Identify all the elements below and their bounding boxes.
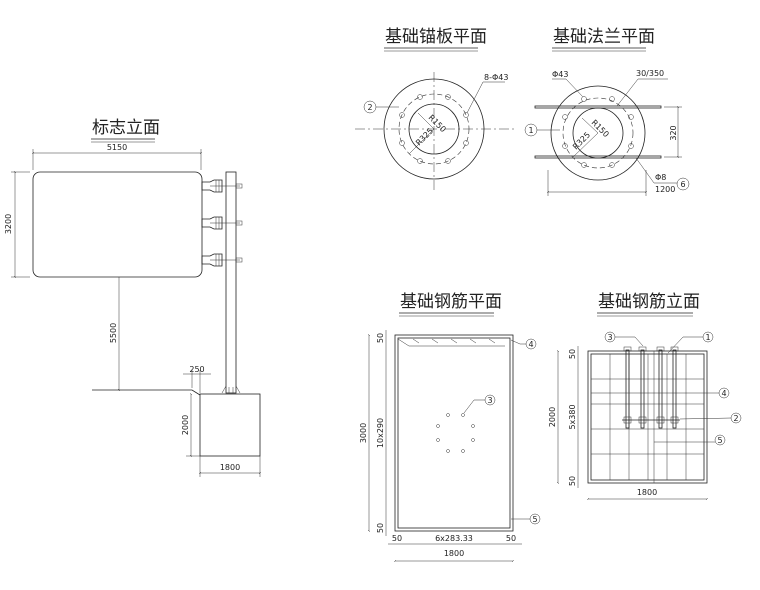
rebar-plan-title: 基础钢筋平面: [400, 292, 502, 312]
flange-bar: [534, 155, 662, 159]
callout-4: 4: [721, 389, 726, 398]
foundation-outline: [394, 334, 514, 532]
post-base-stiffeners: [221, 385, 241, 394]
dim-cover-top: 50: [568, 349, 577, 359]
dim-width: 5150: [107, 143, 127, 152]
hole-note: Φ43: [552, 70, 568, 79]
leader: [615, 336, 644, 347]
callout-6: 6: [680, 180, 685, 189]
anchor-bolts: [622, 346, 680, 429]
leader: [616, 78, 668, 107]
sign-post: [225, 171, 237, 394]
dim-clearance: 5500: [109, 323, 118, 343]
rebar-plan: 基础钢筋平面 3 4 5 3000 50 10x290 50 50 6x283.…: [359, 292, 541, 563]
bolt-holes: [399, 94, 469, 164]
dim-foundation-width: 1800: [220, 463, 240, 472]
anchor-plate-plan: 基础锚板平面 R150 R325 8-Φ43 2: [355, 27, 515, 192]
dim-cover-top: 50: [376, 333, 385, 343]
top-rebar-hatch: [397, 338, 505, 347]
dim-width: 1800: [637, 488, 657, 497]
radius-bolt: R325: [571, 130, 592, 151]
bolt-holes: [562, 96, 634, 168]
bolt-circle: [398, 93, 470, 165]
anchor-plate-title: 基础锚板平面: [385, 27, 487, 47]
post-brackets: [201, 179, 243, 267]
dim-width: 1800: [444, 549, 464, 558]
sign-elevation: 标志立面 5150 3200: [4, 118, 262, 477]
bracket: [201, 216, 243, 230]
leader: [552, 78, 584, 98]
bracket: [201, 179, 243, 193]
foundation-outline: [587, 350, 708, 484]
rebar-elevation: 基础钢筋立面 3 1 4 2 5 2000: [548, 292, 742, 501]
dim-width: 1200: [655, 185, 675, 194]
callout-3: 3: [487, 396, 492, 405]
bolt-circle: [562, 97, 634, 169]
callout-circle: [676, 177, 690, 191]
callout-circle: [714, 434, 726, 446]
dim-cover-bottom: 50: [376, 523, 385, 533]
dim-height: 2000: [548, 407, 557, 427]
radius-line: [581, 117, 599, 134]
sign-panel: [32, 171, 203, 278]
rebar-cage: [590, 353, 705, 481]
callout-1: 1: [705, 333, 710, 342]
dim-foundation-height: 2000: [181, 415, 190, 435]
sign-elevation-title: 标志立面: [92, 118, 160, 138]
radius-inner: R150: [590, 118, 611, 139]
flange-outer: [550, 85, 646, 181]
callout-circle: [525, 338, 537, 350]
flange-plan: 基础法兰平面 R150 R325 Φ43 30/350 320 Φ8 1200: [524, 27, 690, 196]
leader: [466, 81, 505, 114]
dim-height: 3200: [4, 214, 13, 234]
dim-spacing-v: 10x290: [376, 418, 385, 448]
leader: [679, 417, 732, 420]
callout-circle: [529, 513, 541, 525]
plate-outer: [383, 78, 485, 180]
dim-offset: 250: [189, 365, 204, 374]
ground-line: [92, 389, 201, 396]
leader: [463, 399, 485, 414]
rebar-elevation-title: 基础钢筋立面: [598, 292, 700, 312]
radius-line: [572, 132, 599, 158]
foundation: [199, 393, 261, 457]
leader: [510, 339, 526, 345]
rebar-note: Φ8: [655, 173, 666, 182]
radius-bolt: R325: [414, 126, 435, 147]
rebar-grid: [591, 354, 704, 480]
bracket: [201, 253, 243, 267]
leader: [667, 336, 703, 354]
dim-spacing: 320: [669, 125, 678, 140]
rebar-cage: [397, 337, 511, 529]
callout-circle: [484, 394, 496, 406]
radius-line: [417, 112, 435, 130]
bar-note: 30/350: [636, 69, 664, 78]
callout-5: 5: [717, 436, 722, 445]
callout-2: 2: [367, 103, 372, 112]
flange-title: 基础法兰平面: [553, 27, 655, 47]
callout-1: 1: [528, 126, 533, 135]
callout-2: 2: [733, 414, 738, 423]
leader: [635, 157, 677, 184]
dim-cover-bottom: 50: [568, 476, 577, 486]
dim-spacing: 5x380: [568, 404, 577, 429]
dim-cover-left: 50: [392, 534, 402, 543]
dim-height: 3000: [359, 423, 368, 443]
callout-4: 4: [528, 340, 533, 349]
radius-line: [408, 128, 435, 155]
dim-cover-right: 50: [506, 534, 516, 543]
bolt-holes: [436, 413, 475, 453]
callout-3: 3: [607, 333, 612, 342]
plate-inner: [408, 103, 460, 155]
callout-5: 5: [532, 515, 537, 524]
hole-note: 8-Φ43: [484, 73, 508, 82]
dim-spacing-h: 6x283.33: [435, 534, 473, 543]
flange-bar: [534, 105, 662, 109]
